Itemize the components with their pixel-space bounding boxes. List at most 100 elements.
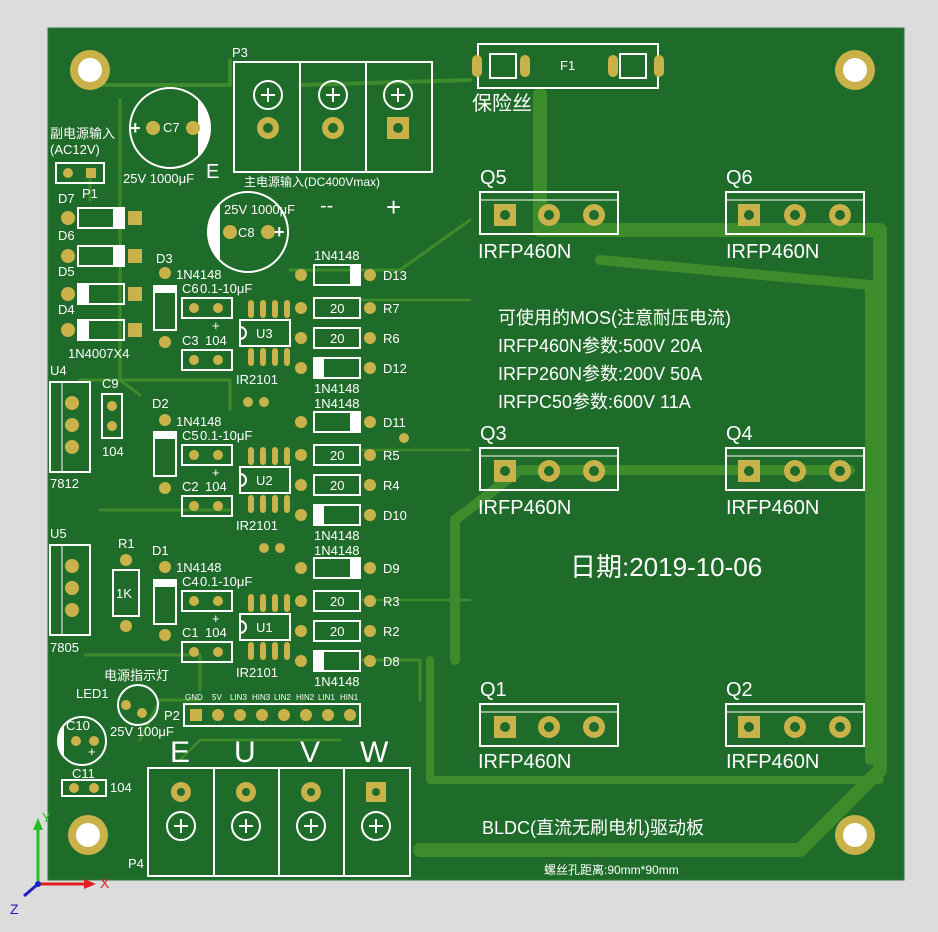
- c10-value: 25V 100μF: [110, 724, 174, 739]
- d4-label: D4: [58, 302, 75, 317]
- q1-value: IRFP460N: [478, 751, 571, 773]
- out-e-label: E: [170, 736, 190, 769]
- out-v-label: V: [300, 736, 320, 769]
- ic-u3: U3 IR2101: [236, 300, 291, 387]
- u2-label: U2: [256, 473, 273, 488]
- driver-channel-2: D2 1N4148 C5 0.1-10μF + C2 104 U2 IR2101…: [152, 396, 409, 553]
- q6-value: IRFP460N: [726, 241, 819, 263]
- c11-value: 104: [110, 780, 132, 795]
- c9-label: C9: [102, 376, 119, 391]
- bridge-diodes: D7 D6 D5 D4 1N4007X4: [58, 191, 142, 361]
- r1-value: 1K: [116, 586, 132, 601]
- d11-value: 1N4148: [314, 396, 360, 411]
- mos-note: 可使用的MOS(注意耐压电流): [498, 308, 731, 328]
- r1-label: R1: [118, 536, 135, 551]
- led-label-cn: 电源指示灯: [104, 668, 169, 683]
- u1-label: U1: [256, 620, 273, 635]
- d6-label: D6: [58, 228, 75, 243]
- c5-value: 0.1-10μF: [200, 428, 252, 443]
- c9-value: 104: [102, 444, 124, 459]
- d9-value: 1N4148: [314, 543, 360, 558]
- p2-pin-0: GND: [185, 693, 203, 702]
- r7-label: R7: [383, 301, 400, 316]
- terminal-p3: P3: [232, 45, 433, 173]
- r3-label: R3: [383, 594, 400, 609]
- d13-value: 1N4148: [314, 248, 360, 263]
- d10-value: 1N4148: [314, 528, 360, 543]
- ic-u1: U1 IR2101: [236, 594, 291, 680]
- hole-spacing: 螺丝孔距离:90mm*90mm: [544, 862, 679, 877]
- d12-value: 1N4148: [314, 381, 360, 396]
- q3-value: IRFP460N: [478, 497, 571, 519]
- p4-label: P4: [128, 856, 144, 871]
- f1-label: F1: [560, 58, 575, 73]
- u3-value: IR2101: [236, 372, 278, 387]
- d5-label: D5: [58, 264, 75, 279]
- svg-text:+: +: [88, 744, 96, 759]
- mosfet-q1: Q1 IRFP460N: [478, 679, 619, 773]
- c1-value: 104: [205, 625, 227, 640]
- d13-label: D13: [383, 268, 407, 283]
- svg-text:+: +: [212, 318, 220, 333]
- d3-value: 1N4148: [176, 267, 222, 282]
- bridge-value: 1N4007X4: [68, 346, 129, 361]
- p1-label: P1: [82, 186, 98, 201]
- u4-value: 7812: [50, 476, 79, 491]
- u2-value: IR2101: [236, 518, 278, 533]
- fuse-label-cn: 保险丝: [472, 92, 532, 115]
- d7-label: D7: [58, 191, 75, 206]
- c11-label: C11: [72, 766, 95, 781]
- r4-label: R4: [383, 478, 400, 493]
- q2-value: IRFP460N: [726, 751, 819, 773]
- d8-label: D8: [383, 654, 400, 669]
- axis-x-label: X: [100, 875, 110, 891]
- d10-label: D10: [383, 508, 407, 523]
- r4-value: 20: [330, 478, 344, 493]
- board-title: BLDC(直流无刷电机)驱动板: [482, 818, 704, 838]
- copper-traces: [78, 58, 887, 857]
- p2-pin-3: HIN3: [252, 693, 271, 702]
- header-p2: GND 5V LIN3 HIN3 LIN2 HIN2 LIN1 HIN1 P2: [164, 693, 361, 727]
- axis-y-label: Y: [42, 810, 51, 825]
- p2-pin-5: HIN2: [296, 693, 315, 702]
- d2-value: 1N4148: [176, 414, 222, 429]
- c2-value: 104: [205, 479, 227, 494]
- connector-p1: P1: [55, 162, 105, 201]
- d11-label: D11: [383, 415, 406, 430]
- aux-power-sub: (AC12V): [50, 142, 100, 157]
- driver-channel-3: D3 1N4148 C6 0.1-10μF + C3 104 U3 IR2101…: [153, 248, 407, 407]
- q2-label: Q2: [726, 679, 753, 701]
- driver-channel-1: D1 1N4148 C4 0.1-10μF + C1 104 U1 IR2101…: [152, 543, 400, 689]
- ic-u2: U2 IR2101: [236, 447, 291, 533]
- r5-label: R5: [383, 448, 400, 463]
- capacitor-c11: C11 104: [61, 766, 132, 797]
- q4-value: IRFP460N: [726, 497, 819, 519]
- c5-label: C5: [182, 428, 199, 443]
- r6-value: 20: [330, 331, 344, 346]
- date-label: 日期:2019-10-06: [570, 552, 762, 582]
- out-w-label: W: [360, 736, 389, 769]
- c7-value: 25V 1000μF: [123, 171, 194, 186]
- q5-value: IRFP460N: [478, 241, 571, 263]
- mounting-holes: [68, 50, 875, 855]
- led1: 电源指示灯 LED1: [76, 668, 169, 726]
- p2-label: P2: [164, 708, 180, 723]
- c6-label: C6: [182, 281, 199, 296]
- c6-value: 0.1-10μF: [200, 281, 252, 296]
- c2-label: C2: [182, 479, 199, 494]
- regulator-u4: U4 7812: [49, 363, 91, 491]
- terminal-p4: E U V W P4: [128, 736, 411, 877]
- c8-value: 25V 1000μF: [224, 202, 295, 217]
- main-power-minus: --: [320, 195, 333, 217]
- fuse-f1: F1 保险丝: [472, 43, 664, 115]
- r2-label: R2: [383, 624, 400, 639]
- svg-text:+: +: [212, 465, 220, 480]
- d1-label: D1: [152, 543, 169, 558]
- axis-gizmo: Y X Z: [10, 810, 110, 917]
- p3-label: P3: [232, 45, 248, 60]
- mosfet-q4: Q4 IRFP460N: [725, 423, 865, 519]
- mos-line-1: IRFP460N参数:500V 20A: [498, 336, 702, 356]
- mosfet-q5: Q5 IRFP460N: [478, 167, 619, 263]
